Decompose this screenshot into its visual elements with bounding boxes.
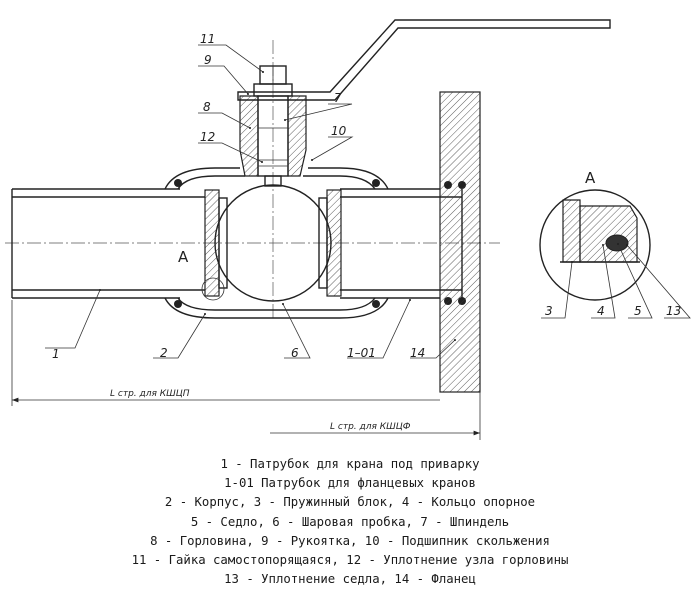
callout-6: 6 <box>291 346 299 360</box>
callout-3: 3 <box>545 304 553 318</box>
legend-line: 5 - Седло, 6 - Шаровая пробка, 7 - Шпинд… <box>190 514 510 529</box>
callout-14: 14 <box>410 346 425 360</box>
callout-1-01: 1–01 <box>347 346 376 360</box>
callout-2: 2 <box>160 346 168 360</box>
detail-letter: A <box>585 169 596 187</box>
legend-line: 11 - Гайка самостопорящаяся, 12 - Уплотн… <box>131 553 569 568</box>
detail-a-circle-main <box>201 277 225 301</box>
callout-12: 12 <box>200 130 215 144</box>
detail-letter-main: A <box>178 248 189 266</box>
callout-1: 1 <box>52 347 60 361</box>
callout-13: 13 <box>666 304 681 318</box>
valve-drawing: 1 2 6 1–01 14 11 9 8 12 7 10 3 4 5 13 A … <box>5 19 691 440</box>
callout-8: 8 <box>203 100 211 114</box>
legend-line: 1 - Патрубок для крана под приварку <box>220 457 480 471</box>
legend-line: 8 - Горловина, 9 - Рукоятка, 10 - Подшип… <box>150 533 550 548</box>
dimension-kshcf: L стр. для КШЦФ <box>270 392 481 440</box>
dimension-kshcp: L стр. для КШЦП <box>11 300 440 406</box>
callout-7: 7 <box>334 91 342 105</box>
flange <box>439 91 481 393</box>
callout-11: 11 <box>200 32 215 46</box>
detail-a <box>539 189 651 301</box>
legend: 1 - Патрубок для крана под приварку 1-01… <box>0 455 700 589</box>
callout-10: 10 <box>331 124 347 138</box>
callout-4: 4 <box>597 304 605 318</box>
dimension-kshcp-label: L стр. для КШЦП <box>110 389 190 399</box>
neck <box>239 95 307 187</box>
body-lower <box>164 297 389 319</box>
seat-right <box>318 189 342 297</box>
legend-line: 13 - Уплотнение седла, 14 - Фланец <box>224 572 476 587</box>
callout-9: 9 <box>204 53 212 67</box>
pipe-left <box>11 188 205 299</box>
legend-line: 1-01 Патрубок для фланцевых кранов <box>224 476 476 491</box>
body-lower-inner <box>177 297 376 311</box>
seat-left <box>204 189 228 297</box>
nut <box>253 65 293 97</box>
legend-line: 2 - Корпус, 3 - Пружинный блок, 4 - Коль… <box>164 495 536 510</box>
body-upper-inner <box>177 175 376 190</box>
callout-5: 5 <box>634 304 642 318</box>
body-upper <box>164 167 389 190</box>
leaders <box>45 44 691 359</box>
handle <box>237 19 611 101</box>
dimension-kshcf-label: L стр. для КШЦФ <box>330 422 411 432</box>
